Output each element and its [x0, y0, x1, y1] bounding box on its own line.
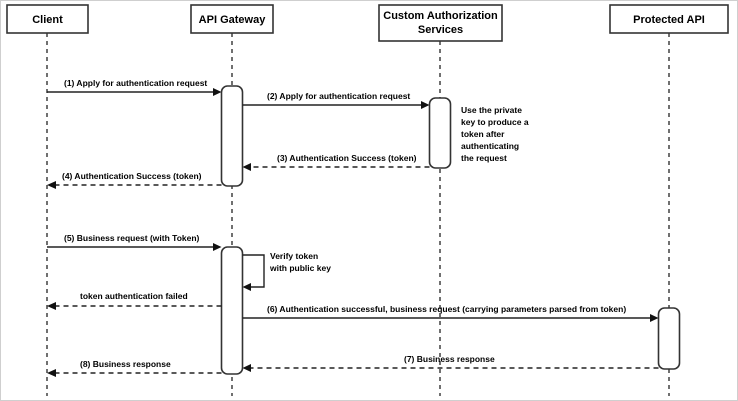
arrowhead-message-8 [47, 369, 56, 377]
lifeline-label-custom-auth-line2: Services [418, 24, 463, 36]
note-line-4: authenticating [461, 141, 519, 151]
lifeline-header-api-gateway[interactable]: API Gateway [190, 4, 274, 34]
note-private-key: Use the private key to produce a token a… [461, 105, 529, 163]
note-line-5: the request [461, 153, 507, 163]
arrowhead-message-5 [213, 243, 222, 251]
arrowhead-message-6 [650, 314, 659, 322]
arrowhead-message-fail [47, 302, 56, 310]
message-3[interactable]: (3) Authentication Success (token) [242, 153, 430, 171]
arrowhead-message-1 [213, 88, 222, 96]
arrowhead-message-2 [421, 101, 430, 109]
activation-bar-api-gateway-1 [220, 85, 244, 187]
arrowhead-message-3 [242, 163, 251, 171]
arrowhead-message-4 [47, 181, 56, 189]
message-1-label: (1) Apply for authentication request [64, 78, 207, 88]
message-8-label: (8) Business response [80, 359, 171, 369]
lifeline-label-custom-auth-line1: Custom Authorization [383, 10, 498, 22]
activation-bar-protected-api-1 [657, 307, 681, 370]
lifeline-label-protected-api: Protected API [633, 14, 705, 26]
activation-bar-custom-auth-1 [428, 97, 452, 169]
message-5[interactable]: (5) Business request (with Token) [47, 233, 222, 251]
message-6[interactable]: (6) Authentication successful, business … [242, 304, 659, 322]
message-self-label-line2: with public key [269, 263, 331, 273]
message-3-label: (3) Authentication Success (token) [277, 153, 417, 163]
message-8[interactable]: (8) Business response [47, 359, 222, 377]
message-7-label: (7) Business response [404, 354, 495, 364]
message-1[interactable]: (1) Apply for authentication request [47, 78, 222, 96]
message-token-authentication-failed[interactable]: token authentication failed [47, 291, 222, 310]
message-4[interactable]: (4) Authentication Success (token) [47, 171, 222, 189]
arrowhead-message-7 [242, 364, 251, 372]
arrowhead-message-self [242, 283, 251, 291]
message-2-label: (2) Apply for authentication request [267, 91, 410, 101]
message-4-label: (4) Authentication Success (token) [62, 171, 202, 181]
message-5-label: (5) Business request (with Token) [64, 233, 200, 243]
message-2[interactable]: (2) Apply for authentication request [242, 91, 430, 109]
note-line-3: token after [461, 129, 505, 139]
note-line-1: Use the private [461, 105, 522, 115]
lifeline-label-client: Client [32, 14, 63, 26]
lifeline-label-api-gateway: API Gateway [199, 14, 267, 26]
message-7[interactable]: (7) Business response [242, 354, 659, 372]
message-6-label: (6) Authentication successful, business … [267, 304, 626, 314]
message-self-label-line1: Verify token [270, 251, 318, 261]
lifeline-header-client[interactable]: Client [6, 4, 89, 34]
message-fail-label: token authentication failed [80, 291, 188, 301]
note-line-2: key to produce a [461, 117, 529, 127]
activation-bar-api-gateway-2 [220, 246, 244, 375]
message-self-verify-token[interactable]: Verify token with public key [242, 251, 332, 291]
lifeline-header-custom-auth[interactable]: Custom Authorization Services [378, 4, 503, 42]
lifeline-header-protected-api[interactable]: Protected API [609, 4, 729, 34]
